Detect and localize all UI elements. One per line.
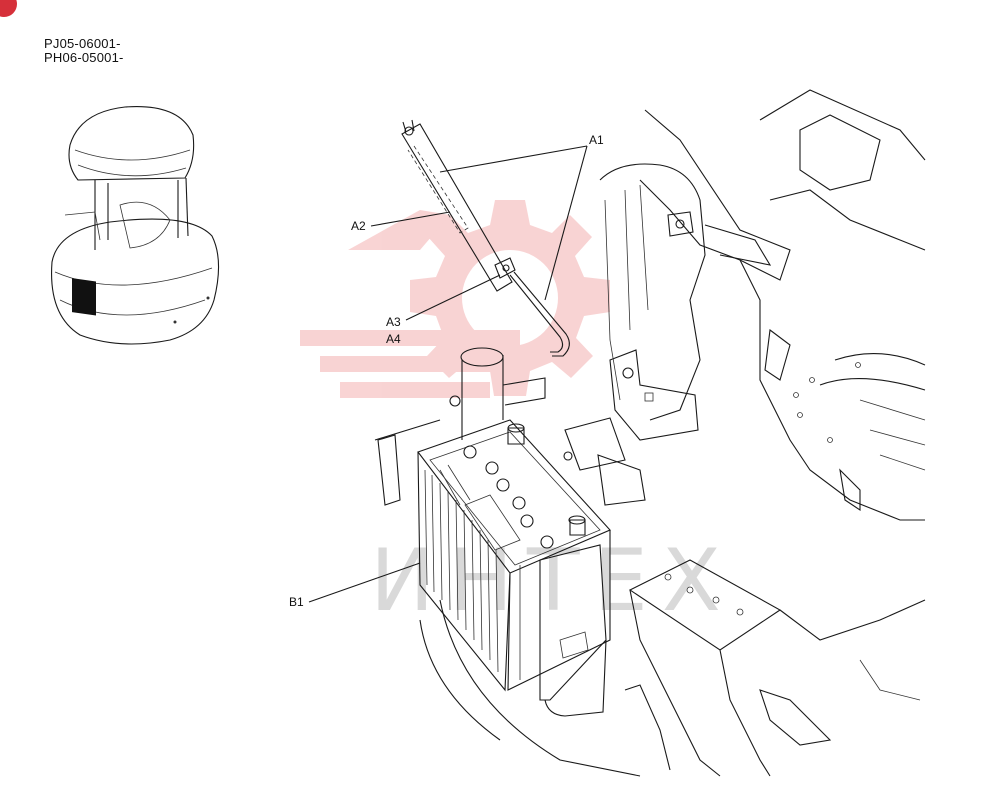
leader-a3 (405, 274, 501, 321)
serial-range-2: PH06-05001- (44, 50, 124, 65)
callout-a1: A1 (589, 133, 604, 147)
leader-a1-lower (544, 145, 588, 301)
gear-logo-watermark (300, 200, 610, 398)
mounting-bracket (563, 349, 699, 506)
cylinder-post (449, 347, 546, 440)
leader-a1-upper (439, 145, 588, 173)
serial-range-1: PJ05-06001- (44, 36, 121, 51)
machine-frame (419, 89, 926, 777)
leader-a2 (370, 211, 451, 227)
callout-a4: A4 (386, 332, 401, 346)
watermark-text: ИНТЕХ (370, 531, 735, 631)
corner-badge-icon (0, 0, 17, 17)
machine-overview-illustration (51, 106, 220, 345)
callout-a3: A3 (386, 315, 401, 329)
callout-b1: B1 (289, 595, 304, 609)
leader-b1 (308, 562, 421, 603)
leader-lines (308, 145, 588, 603)
battery (417, 419, 611, 692)
battery-hold-down-rod (401, 119, 570, 357)
battery-bracket (374, 419, 607, 717)
callout-a2: A2 (351, 219, 366, 233)
